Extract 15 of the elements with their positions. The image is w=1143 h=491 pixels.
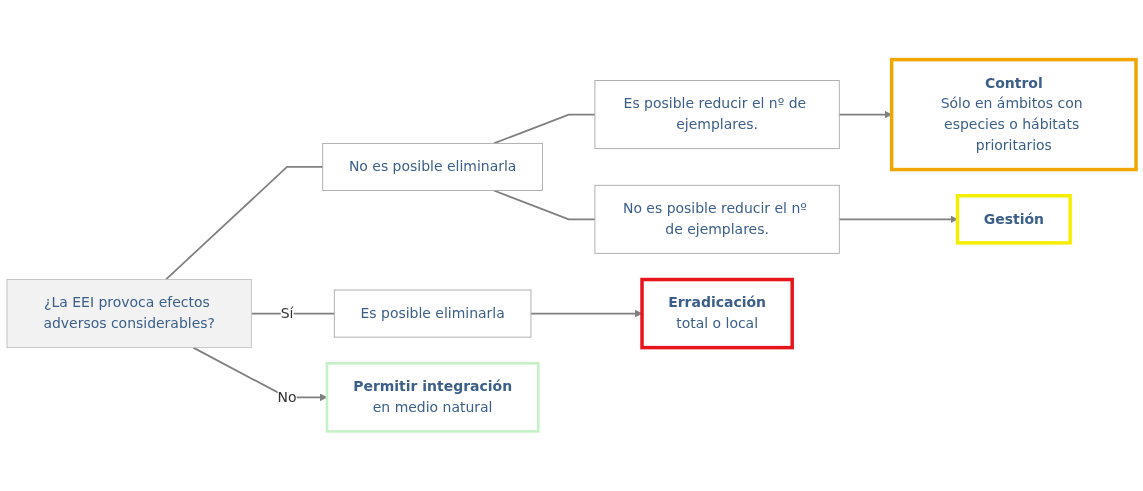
connector xyxy=(250,312,336,315)
connector xyxy=(164,166,324,281)
edge-label: Sí xyxy=(280,304,294,322)
connector xyxy=(493,189,596,221)
node-box: Gestión xyxy=(955,194,1072,245)
node-box: Control Sólo en ámbitos con especies o hábitats prioritarios xyxy=(889,57,1138,172)
edge-label: No xyxy=(277,388,297,406)
node-box: Erradicación total o local xyxy=(640,277,794,350)
connector xyxy=(493,113,596,145)
node-box: Permitir integración en medio natural xyxy=(325,362,540,433)
node-box: No es posible reducir el nº de ejemplares. xyxy=(594,184,840,254)
node-box: Es posible reducir el nº de ejemplares. xyxy=(594,80,840,150)
node-box: Es posible eliminarla xyxy=(333,289,532,338)
node-box: ¿La EEI provoca efectos adversos considerables? xyxy=(6,279,252,349)
node-box: No es posible eliminarla xyxy=(322,142,543,191)
